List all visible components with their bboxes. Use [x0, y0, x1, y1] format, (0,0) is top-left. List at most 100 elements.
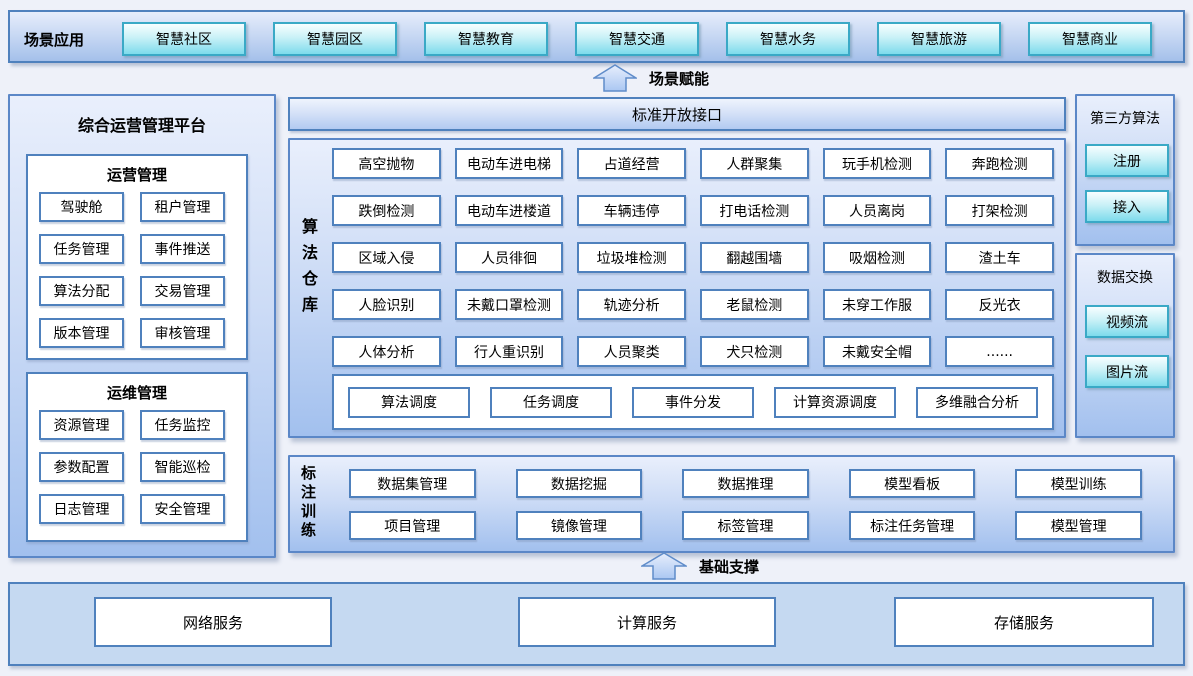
image-stream-button: 图片流	[1085, 355, 1169, 388]
algo-item: 未戴口罩检测	[454, 289, 564, 320]
training-grid: 数据集管理 数据挖掘 数据推理 模型看板 模型训练 项目管理 镜像管理 标签管理…	[349, 469, 1142, 540]
scene-app-button: 智慧交通	[575, 22, 699, 56]
ops-item: 交易管理	[140, 276, 225, 306]
maint-item: 日志管理	[39, 494, 124, 524]
algo-item: 人体分析	[332, 336, 441, 367]
algo-item: 垃圾堆检测	[577, 242, 686, 273]
algo-item: ......	[945, 336, 1054, 367]
operation-management-items: 驾驶舱 租户管理 任务管理 事件推送 算法分配 交易管理 版本管理 审核管理	[39, 192, 235, 348]
ops-item: 驾驶舱	[39, 192, 124, 222]
up-arrow-icon	[593, 64, 637, 92]
scene-apps-list: 智慧社区 智慧园区 智慧教育 智慧交通 智慧水务 智慧旅游 智慧商业	[122, 22, 1152, 56]
algo-item: 翻越围墙	[699, 242, 809, 273]
algo-item: 车辆违停	[577, 195, 686, 226]
sched-item: 计算资源调度	[774, 386, 896, 418]
algo-item: 打架检测	[945, 195, 1054, 226]
maint-item: 资源管理	[39, 410, 124, 440]
algo-item: 占道经营	[577, 148, 686, 179]
scene-app-button: 智慧教育	[424, 22, 548, 56]
scene-app-button: 智慧园区	[273, 22, 397, 56]
scene-app-button: 智慧社区	[122, 22, 246, 56]
up-arrow-icon	[641, 552, 687, 580]
network-service-box: 网络服务	[94, 597, 332, 647]
maint-item: 参数配置	[39, 452, 124, 482]
maint-item: 智能巡检	[140, 452, 225, 482]
algo-item: 轨迹分析	[577, 289, 686, 320]
sched-item: 算法调度	[348, 386, 470, 418]
ops-item: 审核管理	[140, 318, 225, 348]
algo-item: 人员聚类	[577, 336, 686, 367]
maint-item: 安全管理	[140, 494, 225, 524]
training-item: 数据推理	[682, 469, 809, 498]
algo-item: 人群聚集	[699, 148, 809, 179]
training-item: 标注任务管理	[848, 511, 976, 540]
base-services-bar: 网络服务 计算服务 存储服务	[8, 582, 1185, 666]
scene-empowerment-label: 场景赋能	[649, 69, 710, 88]
sched-item: 事件分发	[632, 386, 754, 418]
algo-item: 玩手机检测	[822, 148, 932, 179]
scene-apps-label: 场景应用	[24, 31, 85, 49]
algo-item: 未穿工作服	[822, 289, 932, 320]
algo-item: 跌倒检测	[332, 195, 441, 226]
training-item: 镜像管理	[515, 511, 643, 540]
data-exchange-panel: 数据交换 视频流 图片流	[1075, 253, 1175, 438]
ops-item: 租户管理	[140, 192, 225, 222]
algo-item: 高空抛物	[332, 148, 441, 179]
algo-item: 渣土车	[945, 242, 1054, 273]
training-item: 模型训练	[1015, 469, 1142, 498]
maintenance-management-group: 运维管理 资源管理 任务监控 参数配置 智能巡检 日志管理 安全管理	[26, 372, 248, 542]
compute-service-box: 计算服务	[518, 597, 776, 647]
third-party-panel: 第三方算法 注册 接入	[1075, 94, 1175, 246]
open-api-header: 标准开放接口	[288, 97, 1066, 131]
ops-item: 任务管理	[39, 234, 124, 264]
register-button: 注册	[1085, 144, 1169, 177]
algo-item: 人员离岗	[822, 195, 932, 226]
access-button: 接入	[1085, 190, 1169, 223]
algo-item: 行人重识别	[454, 336, 564, 367]
operation-management-group: 运营管理 驾驶舱 租户管理 任务管理 事件推送 算法分配 交易管理 版本管理 审…	[26, 154, 248, 360]
training-item: 标签管理	[682, 511, 809, 540]
training-item: 数据挖掘	[515, 469, 643, 498]
algorithm-grid: 高空抛物 电动车进电梯 占道经营 人群聚集 玩手机检测 奔跑检测 跌倒检测 电动…	[332, 148, 1054, 367]
algo-item: 老鼠检测	[699, 289, 809, 320]
annotation-training-panel: 标注训练 数据集管理 数据挖掘 数据推理 模型看板 模型训练 项目管理 镜像管理…	[288, 455, 1175, 553]
third-party-title: 第三方算法	[1090, 111, 1160, 127]
sched-item: 任务调度	[490, 386, 612, 418]
scene-apps-bar: 场景应用 智慧社区 智慧园区 智慧教育 智慧交通 智慧水务 智慧旅游 智慧商业	[8, 10, 1185, 63]
algo-item: 人脸识别	[332, 289, 441, 320]
algorithm-warehouse-panel: 算法仓库 高空抛物 电动车进电梯 占道经营 人群聚集 玩手机检测 奔跑检测 跌倒…	[288, 138, 1066, 438]
algo-item: 电动车进电梯	[454, 148, 564, 179]
training-item: 模型看板	[848, 469, 976, 498]
video-stream-button: 视频流	[1085, 305, 1169, 338]
algo-item: 区域入侵	[332, 242, 441, 273]
algo-item: 打电话检测	[699, 195, 809, 226]
ops-item: 版本管理	[39, 318, 124, 348]
scene-app-button: 智慧水务	[726, 22, 850, 56]
training-item: 模型管理	[1015, 511, 1142, 540]
algo-item: 人员徘徊	[454, 242, 564, 273]
algo-item: 反光衣	[945, 289, 1054, 320]
algo-item: 奔跑检测	[945, 148, 1054, 179]
maintenance-management-items: 资源管理 任务监控 参数配置 智能巡检 日志管理 安全管理	[39, 410, 235, 524]
training-item: 数据集管理	[349, 469, 476, 498]
maintenance-management-title: 运维管理	[106, 384, 167, 402]
scene-app-button: 智慧旅游	[877, 22, 1001, 56]
algo-item: 犬只检测	[699, 336, 809, 367]
algorithm-warehouse-label: 算法仓库	[299, 218, 318, 322]
algo-item: 未戴安全帽	[822, 336, 932, 367]
storage-service-box: 存储服务	[894, 597, 1154, 647]
base-support-arrow: 基础支撑	[641, 552, 759, 580]
ops-item: 事件推送	[140, 234, 225, 264]
algo-item: 吸烟检测	[822, 242, 932, 273]
training-item: 项目管理	[349, 511, 476, 540]
maint-item: 任务监控	[140, 410, 225, 440]
base-support-label: 基础支撑	[699, 557, 760, 576]
algo-item: 电动车进楼道	[454, 195, 564, 226]
algorithm-scheduling-group: 算法调度 任务调度 事件分发 计算资源调度 多维融合分析	[332, 374, 1054, 430]
sched-item: 多维融合分析	[916, 386, 1038, 418]
operations-platform-panel: 综合运营管理平台 运营管理 驾驶舱 租户管理 任务管理 事件推送 算法分配 交易…	[8, 94, 276, 558]
operations-platform-title: 综合运营管理平台	[77, 116, 206, 135]
scene-empowerment-arrow: 场景赋能	[593, 64, 709, 92]
ops-item: 算法分配	[39, 276, 124, 306]
